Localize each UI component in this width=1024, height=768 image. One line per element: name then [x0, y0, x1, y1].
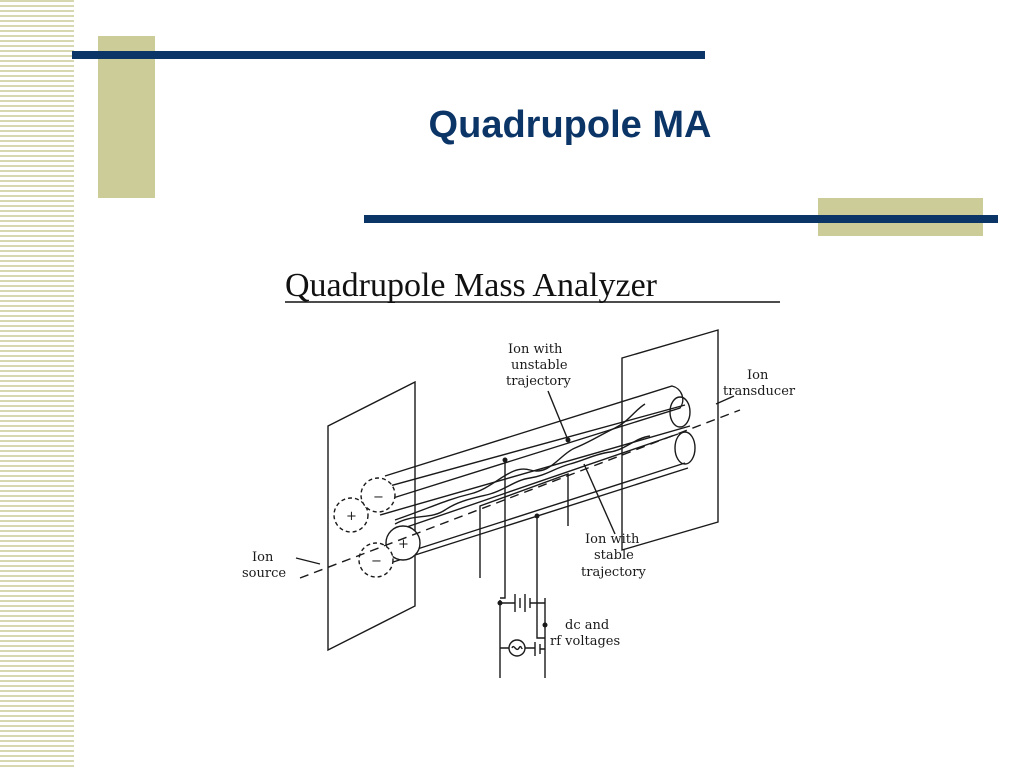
rod-upper-back	[384, 385, 684, 499]
leader-transducer	[715, 395, 735, 405]
rf-wires	[500, 642, 545, 656]
rod-end-top	[360, 477, 396, 513]
ion-axis	[299, 409, 741, 579]
junction-dot	[534, 513, 540, 519]
leader-stable	[583, 463, 616, 535]
page-title: Quadrupole MA	[428, 104, 712, 146]
label-unstable-line1: Ion with	[508, 342, 563, 357]
decorative-tan-block-top	[98, 36, 155, 198]
unstable-trajectory	[394, 403, 646, 521]
junction-dot	[502, 457, 508, 463]
label-stable-line2: stable	[594, 548, 634, 563]
sign-plus-left: +	[346, 509, 357, 524]
sign-plus-right: +	[398, 537, 409, 552]
label-stable-line1: Ion with	[585, 532, 640, 547]
rod-lower-back	[397, 433, 686, 553]
dc-battery-symbol	[514, 594, 545, 612]
stable-trajectory	[394, 435, 651, 525]
decorative-bottom-rule	[364, 215, 998, 223]
rod-lower-exit-end	[674, 431, 696, 465]
label-ion-source-line2: source	[242, 566, 286, 581]
rod-end-right-lower	[385, 525, 421, 561]
junction-dot	[497, 600, 503, 606]
rod-upper-front	[374, 404, 691, 516]
wire-lower-rod	[536, 516, 545, 639]
label-transducer-line2: transducer	[723, 384, 796, 399]
junction-dot	[565, 437, 571, 443]
exit-plate	[621, 329, 719, 551]
label-unstable-line2: unstable	[511, 358, 568, 373]
label-stable-line3: trajectory	[581, 565, 646, 580]
rod-upper-exit-end	[669, 396, 691, 428]
leader-unstable	[547, 390, 569, 441]
label-transducer-line1: Ion	[747, 368, 769, 383]
support-plate	[479, 473, 569, 578]
decorative-top-rule	[72, 51, 705, 59]
rf-wave	[511, 645, 523, 651]
label-voltages-line2: rf voltages	[550, 634, 620, 649]
decorative-stripe-border	[0, 0, 74, 768]
sign-minus-bottom: −	[371, 554, 382, 569]
label-voltages-line1: dc and	[565, 618, 609, 633]
rod-end-left-upper	[333, 497, 369, 533]
rod-end-bottom	[358, 542, 394, 578]
quadrupole-diagram: Quadrupole Mass Analyzer	[242, 267, 796, 678]
label-ion-source-line1: Ion	[252, 550, 274, 565]
diagram-title: Quadrupole Mass Analyzer	[285, 267, 658, 304]
wire-upper-rod	[500, 458, 506, 599]
label-unstable-line3: trajectory	[506, 374, 571, 389]
leader-source	[295, 557, 321, 565]
entrance-plate	[327, 380, 416, 652]
sign-minus-top: −	[373, 490, 384, 505]
junction-dot	[542, 622, 548, 628]
